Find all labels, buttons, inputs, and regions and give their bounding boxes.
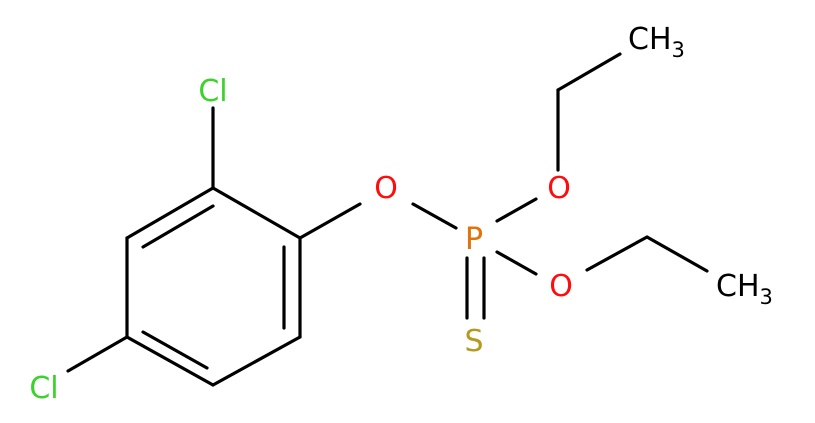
bond-o-aryl-p xyxy=(411,202,458,230)
bond-ring-c3-c4-inner xyxy=(141,330,209,370)
bond-ring-c2-c3 xyxy=(211,335,302,387)
bond-c4-cl-left xyxy=(66,335,129,373)
atom-cl-top: Cl xyxy=(198,74,227,109)
atom-ch3-upper: CH3 xyxy=(628,22,685,62)
bond-c1-o-aryl xyxy=(298,202,362,240)
bond-ring-c5-c6 xyxy=(125,186,215,240)
atom-o-ethoxy-lower: O xyxy=(549,269,573,304)
atom-o-aryl: O xyxy=(374,171,398,206)
bond-p-o-lower xyxy=(495,250,538,276)
atom-p-center: P xyxy=(465,222,483,257)
atom-o-ethoxy-upper: O xyxy=(547,171,571,206)
bond-ring-c6-c1 xyxy=(211,186,302,240)
ch3-lower-main: CH xyxy=(716,269,760,304)
bond-ch2-ch3-upper xyxy=(556,52,622,92)
atom-cl-left: Cl xyxy=(29,371,58,406)
ch3-upper-subscript: 3 xyxy=(672,38,685,62)
bond-ring-c3-c4 xyxy=(125,335,215,387)
atom-ch3-lower: CH3 xyxy=(716,269,773,309)
bond-o-lower-ch2 xyxy=(585,235,649,272)
ch3-upper-main: CH xyxy=(628,22,672,57)
bond-p-o-upper xyxy=(495,197,538,223)
bond-ring-c5-c6-inner xyxy=(141,204,215,249)
ch3-lower-subscript: 3 xyxy=(760,285,773,309)
atom-s-thiono: S xyxy=(464,324,483,359)
bond-ch2-ch3-lower xyxy=(645,235,709,273)
